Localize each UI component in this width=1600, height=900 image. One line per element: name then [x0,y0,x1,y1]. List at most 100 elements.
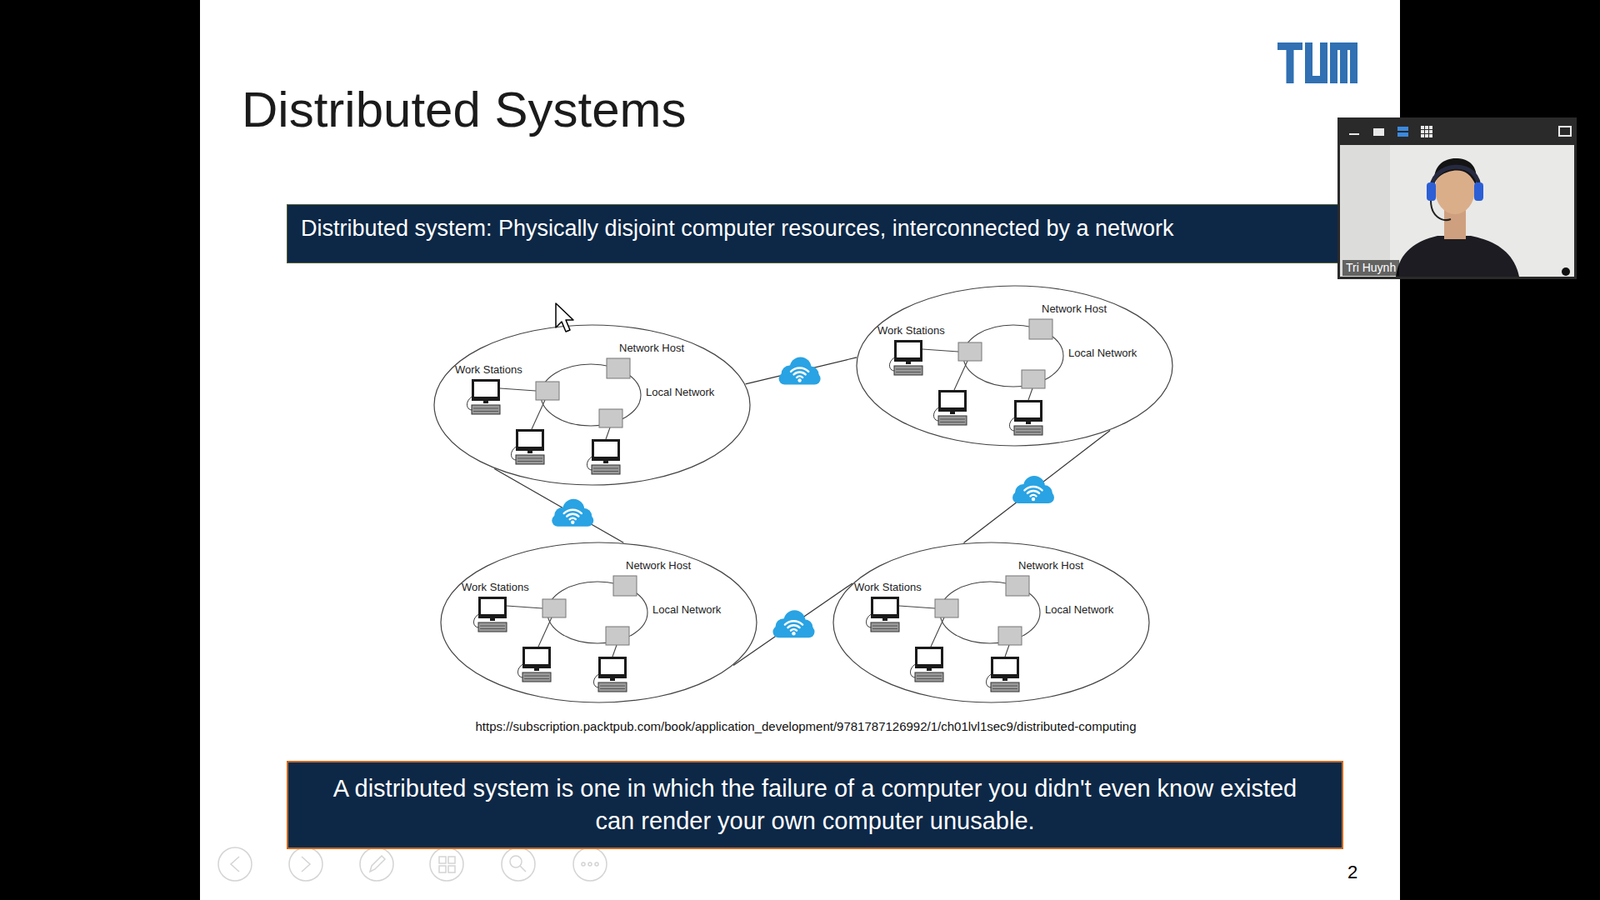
network-link-line [963,430,1110,543]
wifi-arc [790,368,809,372]
band-text: A distributed system is one in which the… [313,772,1317,838]
wifi-cloud [779,357,821,385]
window-icon [1373,128,1385,136]
headset [1474,182,1484,201]
site-network: Work StationsNetwork HostLocal Network [433,324,751,486]
network-host-box [1029,319,1053,340]
wifi-arc [566,514,579,517]
computer-icon [985,656,1020,692]
logo-bar [1330,42,1338,84]
site-ellipse [856,285,1173,446]
network-drawing [855,285,1174,447]
computer-icon [933,390,967,425]
local-network-label: Local Network [645,385,715,399]
mouse-cursor [554,301,580,335]
definition-band: Distributed system: Physically disjoint … [286,204,1342,264]
window-icon [1397,132,1409,137]
headset [1431,166,1480,193]
wifi-dot [797,378,801,382]
wifi-arc [564,510,582,514]
quote-band: A distributed system is one in which the… [286,760,1344,850]
site-network: Work Stations Network HostLocal Network [832,541,1150,704]
workstations-label: Work Stations [877,324,945,337]
toolbar-icon [439,856,446,864]
network-drawing [440,541,758,704]
site-ellipse [440,542,757,703]
cloud-part [551,515,594,527]
network-link [963,430,1110,543]
network-host-box [542,599,566,618]
video-wall [1340,145,1390,277]
page-number: 2 [1347,861,1358,884]
window-icon [1559,126,1571,136]
network-host-box [1021,370,1045,389]
wifi-cloud [551,499,594,527]
toolbar-icon [588,862,592,866]
computer-icon [473,596,507,632]
network-host-box [599,409,623,428]
participant-name: Tri Huynh [1342,260,1400,276]
workstations-label: Work Stations [854,580,922,594]
wifi-dot [791,631,795,635]
computer-icon [517,646,551,682]
site-ellipse [833,542,1150,703]
computer-icon [593,656,627,692]
cloud-part [772,625,815,638]
wifi-arc [1027,490,1040,494]
computer-icon [466,379,500,415]
network-drawing [832,541,1150,704]
network-host-box [613,575,637,596]
network-host-box [935,599,959,618]
toolbar-button [218,847,252,881]
computer-icon [910,646,944,682]
toolbar-icon [581,862,585,866]
headset [1426,182,1436,201]
computer-icon [889,340,923,375]
toolbar-icon [448,856,455,864]
toolbar-button [430,847,464,881]
toolbar-button [360,847,394,881]
toolbar-icon [448,865,455,873]
network-drawing [433,324,751,486]
slide-title: Distributed Systems [241,80,687,139]
toolbar-icon [301,856,310,872]
toolbar-button [573,847,607,881]
network-host-label: Network Host [1018,559,1084,572]
wifi-dot [1031,497,1035,501]
toolbar-icon [520,865,526,872]
network-host-box [958,342,982,361]
toolbar-icon [595,862,599,866]
site-network: Work StationsNetwork HostLocal Network [855,285,1174,447]
computer-icon [510,429,545,465]
person-body [1395,235,1520,277]
toolbar-icon [510,855,522,868]
band-text: Distributed system: Physically disjoint … [300,215,1328,242]
network-host-box [1005,575,1030,596]
slide-page [200,0,1400,900]
logo-bar [1350,42,1358,84]
cursor-arrow [555,303,574,332]
wifi-arc [794,372,806,375]
local-network-label: Local Network [1045,603,1114,616]
computer-icon [865,596,900,632]
source-caption: https://subscription.packtpub.com/book/a… [200,719,1412,735]
toolbar-icon [230,856,240,872]
logo-bar [1305,75,1328,84]
workstations-label: Work Stations [461,580,530,594]
window-icon [1420,125,1433,138]
wifi-cloud [1012,475,1055,504]
site-network: Work StationsNetwork HostLocal Network [440,541,758,704]
toolbar-icon [370,855,385,872]
wifi-cloud [772,610,815,638]
cloud-part [779,373,821,385]
slideshow-toolbar [218,847,607,881]
wifi-arc [796,376,803,378]
network-host-label: Network Host [619,341,685,355]
wifi-arc [790,629,797,630]
network-link-line [745,357,858,385]
wifi-arc [1024,486,1042,490]
local-network-label: Local Network [652,603,721,616]
toolbar-button [501,847,535,881]
network-host-box [606,358,630,379]
wifi-dot [570,520,575,524]
